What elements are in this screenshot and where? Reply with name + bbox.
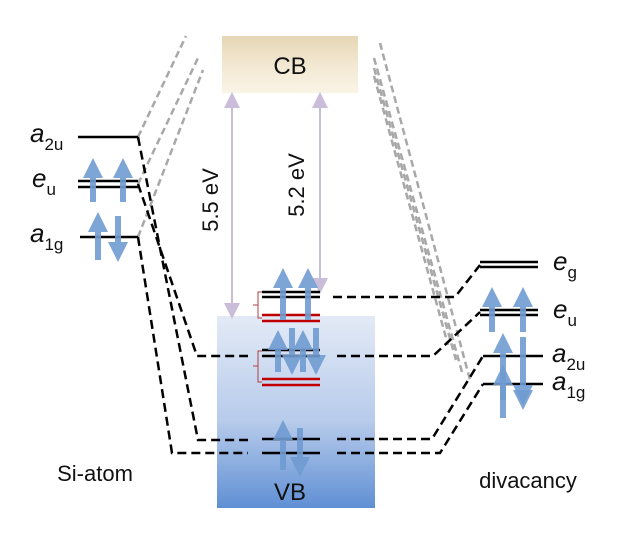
gap-label-5-2: 5.2 eV xyxy=(284,153,309,217)
label-eu-right: eu xyxy=(553,294,577,330)
si-atom-labels: a2u eu a1g xyxy=(30,118,63,254)
spin-down-arrow-icon xyxy=(282,328,302,375)
spin-up-arrow-icon xyxy=(298,268,318,320)
conduction-band xyxy=(222,36,358,93)
divacancy-labels: eg eu a2u a1g xyxy=(552,246,585,402)
label-eg-right: eg xyxy=(553,246,577,282)
spin-up-arrow-icon xyxy=(482,287,502,332)
divacancy-title: divacancy xyxy=(479,468,577,493)
spin-up-arrow-icon xyxy=(273,420,293,470)
label-a1g-left: a1g xyxy=(30,218,63,254)
spin-up-arrow-icon xyxy=(83,158,103,202)
label-a2u-left: a2u xyxy=(30,118,63,154)
spin-up-arrow-icon xyxy=(493,365,513,418)
cross-correlation-lines xyxy=(136,35,472,381)
spin-up-arrow-icon xyxy=(113,158,133,202)
spin-up-arrow-icon xyxy=(88,212,108,260)
spin-up-arrow-icon xyxy=(268,330,288,372)
vb-label: VB xyxy=(274,479,306,506)
gap-label-5-5: 5.5 eV xyxy=(198,168,223,232)
si-atom-title: Si-atom xyxy=(57,461,133,486)
spin-down-arrow-icon xyxy=(306,328,326,375)
si-atom-levels xyxy=(78,135,138,239)
spin-up-arrow-icon xyxy=(513,287,533,332)
splitting-brackets xyxy=(253,291,262,383)
spin-down-arrow-icon xyxy=(290,428,310,477)
spin-down-arrow-icon xyxy=(108,216,128,262)
label-eu-left: eu xyxy=(32,163,56,199)
spin-arrows xyxy=(83,158,533,477)
correlation-lines xyxy=(136,136,485,455)
label-a1g-right: a1g xyxy=(552,366,585,402)
label-a2u-right: a2u xyxy=(552,338,585,374)
cb-label: CB xyxy=(273,53,306,80)
spin-down-arrow-icon xyxy=(513,390,533,410)
spin-up-arrow-icon xyxy=(293,330,313,372)
spin-down-arrow-icon xyxy=(513,337,533,405)
spin-up-arrow-icon xyxy=(273,268,293,320)
